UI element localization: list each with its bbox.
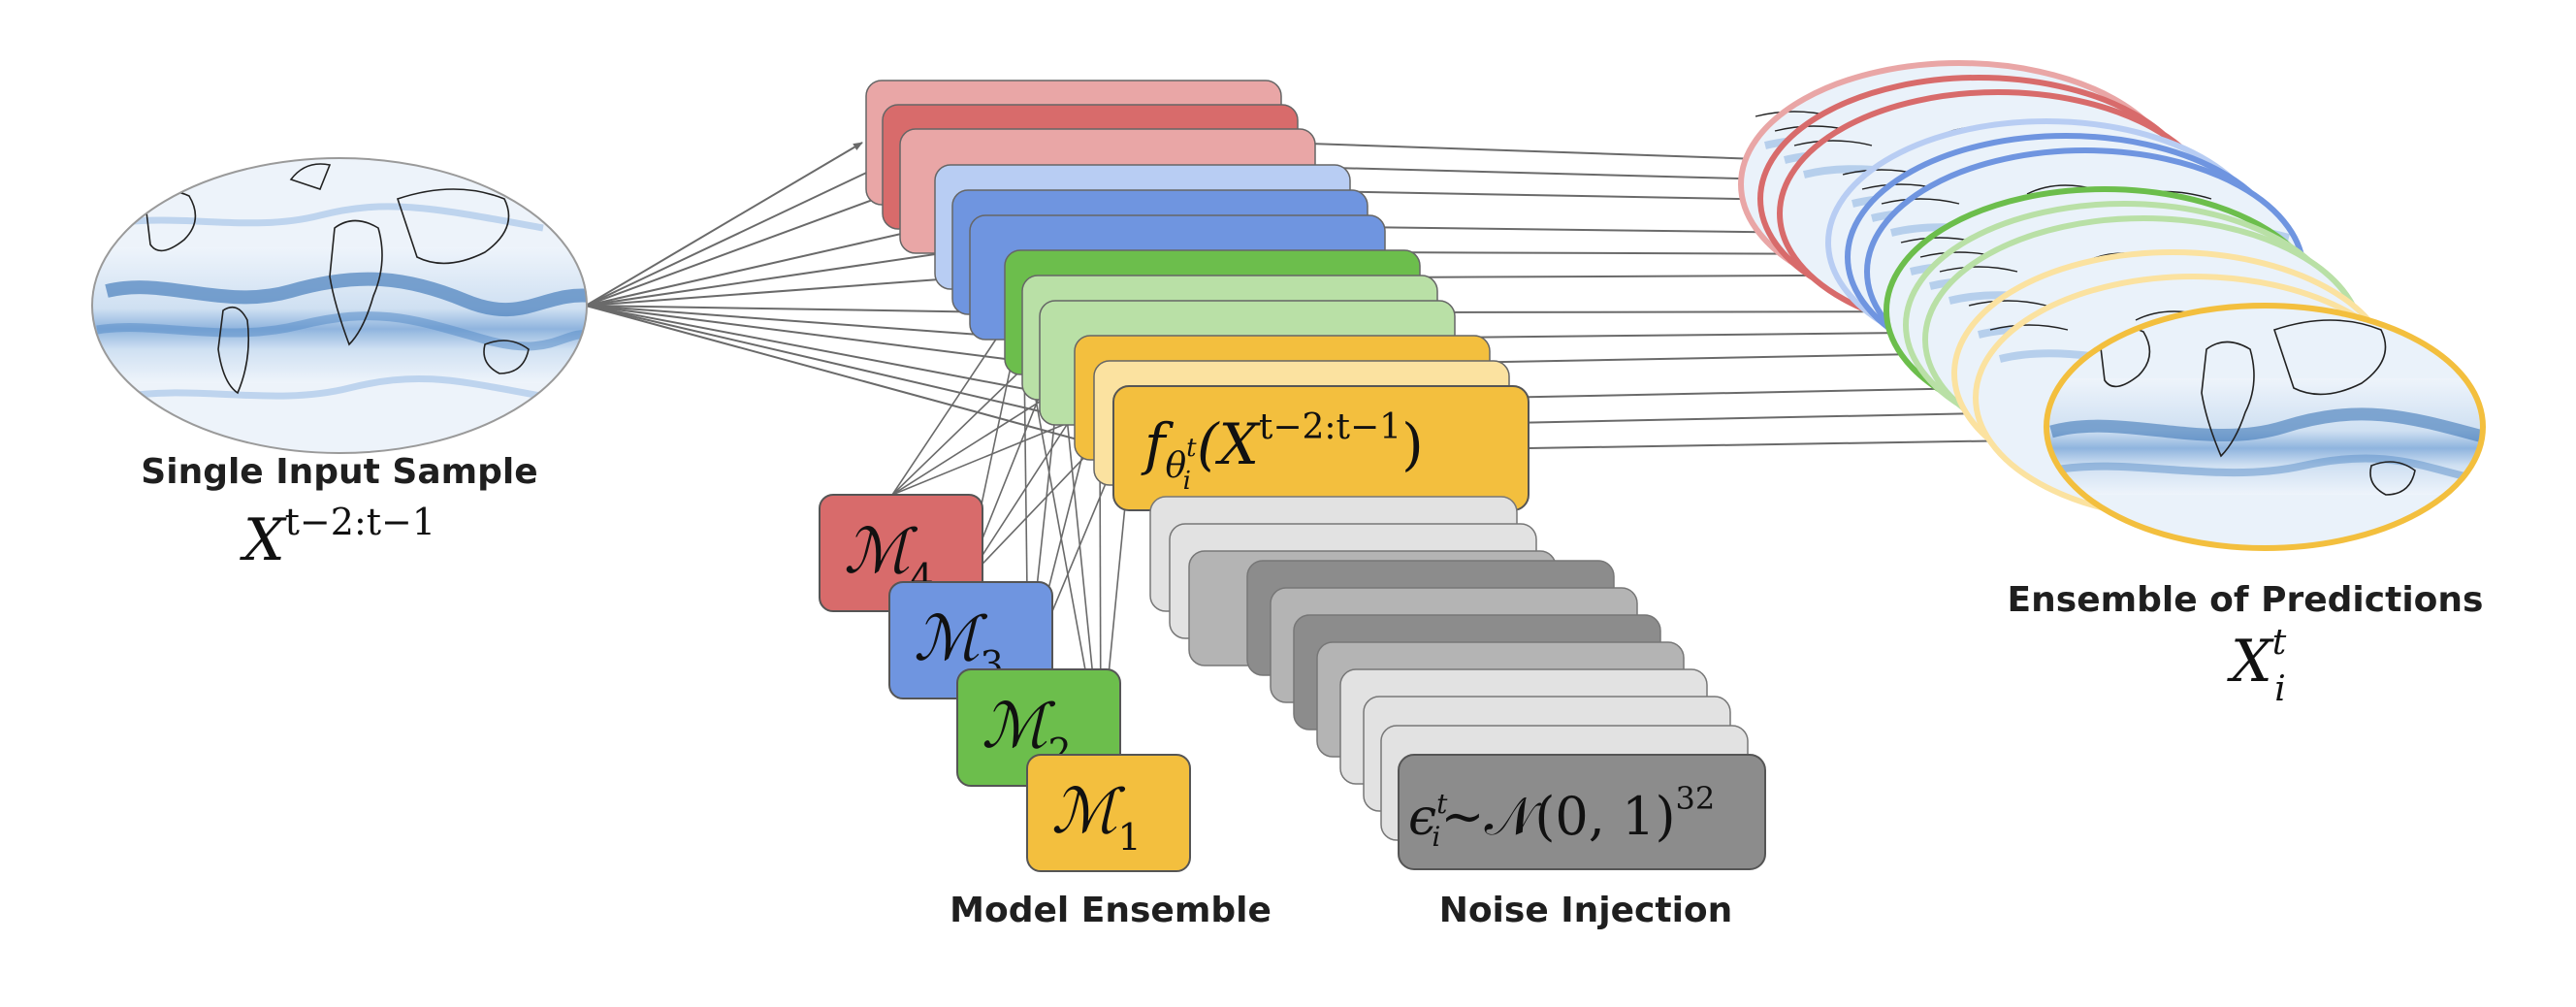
input-arrow-1	[585, 166, 880, 307]
input-map-texture	[92, 163, 587, 404]
input-arrow-3	[585, 225, 932, 307]
model-box-4: ℳ4	[819, 494, 983, 612]
input-arrow-9	[585, 305, 1072, 401]
output-arrow-7	[1436, 328, 1931, 339]
prediction-map-11	[2044, 303, 2486, 551]
output-arrow-11	[1528, 436, 2072, 449]
noise-injection-label: Noise Injection	[1439, 891, 1733, 930]
input-map	[91, 157, 588, 454]
output-arrow-2	[1314, 190, 1805, 205]
model-box-1: ℳ1	[1026, 754, 1191, 872]
output-arrow-9	[1489, 384, 1980, 399]
output-arrow-6	[1419, 308, 1912, 316]
input-arrow-5	[585, 274, 967, 307]
predictions-label: Ensemble of Predictions	[2008, 580, 2484, 620]
input-arrow-10	[585, 305, 1091, 425]
input-arrow-0	[585, 142, 863, 307]
prediction-map-texture	[2046, 319, 2483, 496]
svg-text:ℳ1: ℳ1	[1051, 776, 1142, 859]
input-arrow-6	[585, 305, 1002, 316]
input-math: Xt−2:t−1	[240, 501, 435, 574]
input-arrow-2	[585, 190, 897, 307]
model-arrow-1-2	[964, 397, 1085, 583]
output-arrow-10	[1508, 408, 2001, 424]
output-arrow-1	[1297, 166, 1786, 183]
input-arrows	[585, 142, 1111, 450]
svg-text:ℳ4: ℳ4	[844, 516, 934, 599]
output-arrow-0	[1280, 142, 1766, 163]
prediction-stack	[1738, 60, 2486, 551]
input-arrow-7	[585, 305, 1019, 341]
input-arrow-4	[585, 249, 950, 307]
model-arrow-0-0	[891, 319, 1010, 496]
input-arrow-8	[585, 305, 1037, 366]
input-arrow-main	[585, 305, 1111, 450]
svg-text:ℳ3: ℳ3	[914, 603, 1004, 686]
input-label: Single Input Sample	[141, 452, 537, 492]
output-arrow-8	[1454, 349, 1950, 364]
model-ensemble-label: Model Ensemble	[950, 891, 1272, 930]
